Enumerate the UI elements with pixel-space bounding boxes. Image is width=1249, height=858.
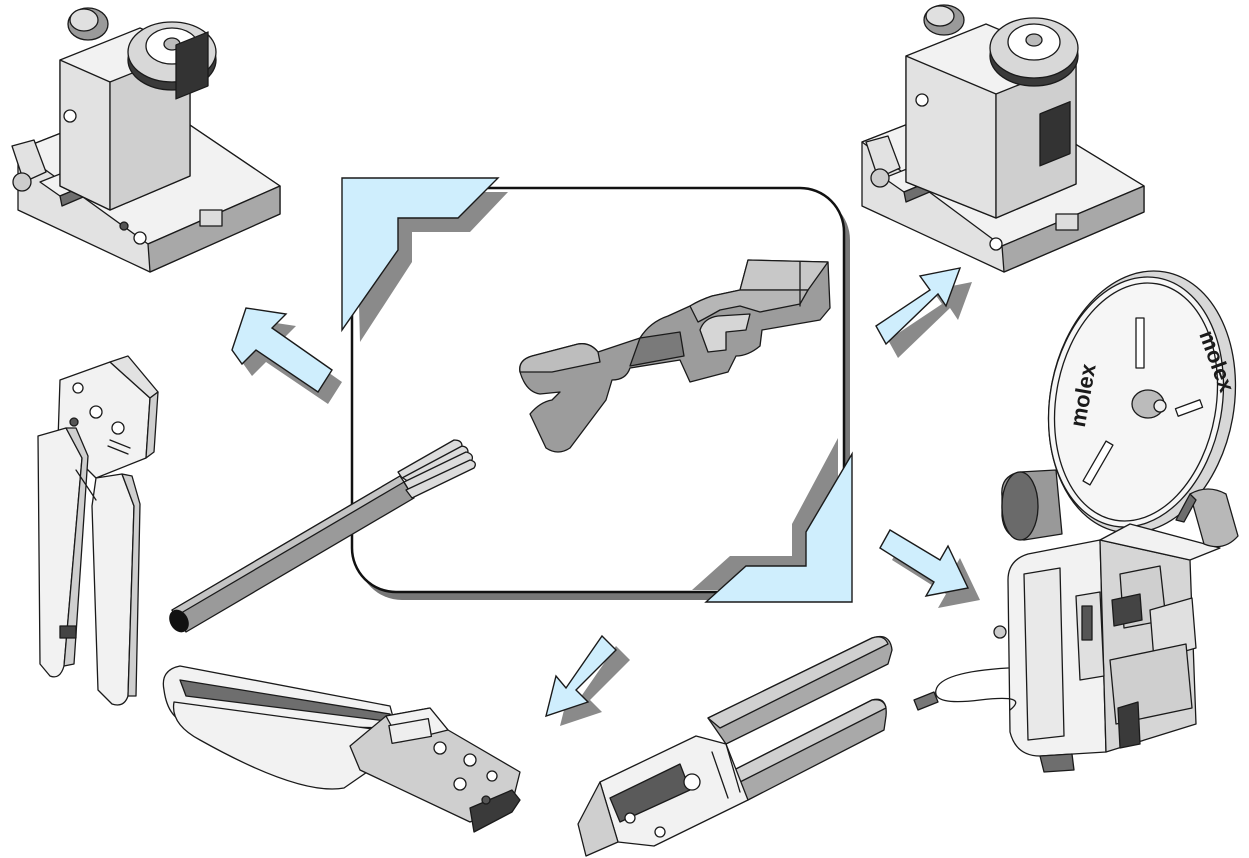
top-left-corner-bracket — [341, 177, 508, 342]
bottom-center-hand-crimp-tool — [577, 635, 893, 857]
crimp-terminal — [519, 259, 831, 453]
bottom-right-corner-bracket — [692, 438, 853, 603]
arrow-to-reel-applicator — [879, 529, 980, 608]
bottom-left-hand-crimp-tool — [162, 665, 521, 833]
left-hand-crimp-tool — [37, 355, 159, 706]
terminal-reel: molex molex — [1047, 270, 1240, 534]
top-right-applicator-press — [861, 4, 1145, 273]
stripped-wire — [169, 439, 476, 633]
reel-fed-applicator: molex molex — [913, 270, 1240, 773]
top-left-applicator-press — [11, 7, 281, 273]
arrow-to-top-left-press — [231, 307, 342, 404]
arrow-to-hand-tools — [545, 634, 630, 726]
arrow-to-top-right-press — [875, 267, 972, 358]
